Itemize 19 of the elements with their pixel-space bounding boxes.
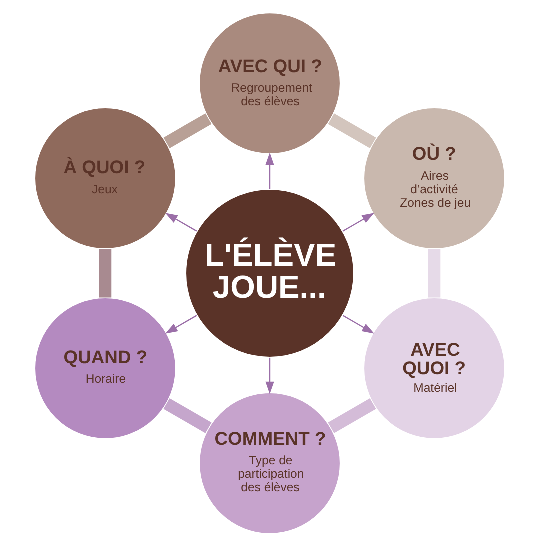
- arrow: [342, 315, 374, 334]
- connector: [328, 114, 376, 148]
- connector: [428, 249, 440, 298]
- arrow: [164, 213, 197, 232]
- node-circle: AVEC QUI ? Regroupement des élèves: [198, 12, 341, 155]
- arrow: [265, 152, 274, 190]
- connector: [98, 249, 112, 298]
- arrow: [164, 315, 197, 334]
- node-circle: OÙ ? Aires d’activité Zones de jeu: [362, 107, 506, 250]
- node-circle: L'ÉLÈVE JOUE...: [184, 188, 354, 358]
- connector: [163, 114, 212, 148]
- arrow: [265, 358, 274, 394]
- node-circle: À QUOI ? Jeux: [34, 107, 176, 250]
- node-circle: QUAND ? Horaire: [34, 297, 176, 440]
- node-circle: COMMENT ? Type de participation des élèves: [198, 392, 341, 535]
- connector: [163, 398, 212, 434]
- connector: [328, 398, 376, 434]
- arrow: [342, 213, 374, 232]
- node-circle: AVEC QUOI ? Matériel: [362, 297, 506, 440]
